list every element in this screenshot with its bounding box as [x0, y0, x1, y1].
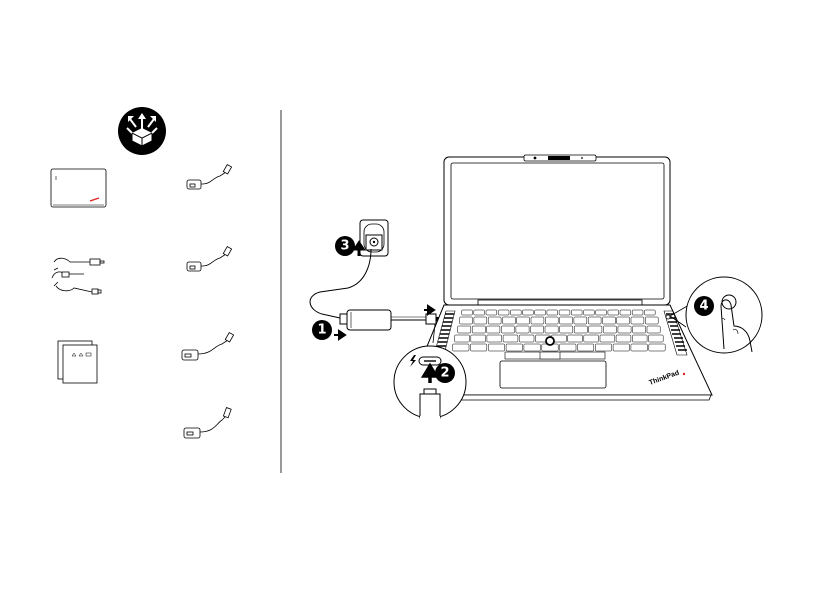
trackpad [500, 361, 606, 388]
keyboard-key [487, 335, 502, 342]
keyboard-key [488, 344, 504, 351]
keyboard-key [645, 317, 658, 324]
keyboard-key [633, 326, 646, 333]
sleeve-icon [51, 169, 106, 207]
keyboard-key [631, 317, 644, 324]
keyboard-key [648, 335, 663, 342]
keyboard-key [588, 317, 601, 324]
keyboard-key [517, 317, 530, 324]
keyboard-key [574, 317, 587, 324]
keyboard-key [647, 326, 660, 333]
step-2-badge: 2 [435, 363, 455, 383]
keyboard-key [523, 310, 534, 315]
arrow-right-icon [334, 331, 345, 339]
keyboard-key [487, 326, 500, 333]
keyboard-key [560, 344, 576, 351]
keyboard-key [596, 310, 607, 315]
keyboard-key [455, 335, 470, 342]
keyboard-key [471, 335, 486, 342]
keyboard-key [613, 344, 629, 351]
keyboard-key [632, 335, 647, 342]
keyboard-key [632, 310, 643, 315]
step-3-badge: 3 [335, 236, 355, 256]
unbox-icon [118, 107, 166, 155]
keyboard-key [453, 344, 469, 351]
keyboard-key [474, 310, 485, 315]
cable-icon [52, 258, 104, 294]
keyboard-key [644, 310, 655, 315]
arrow-right-icon [424, 306, 434, 314]
keyboard-key [516, 326, 529, 333]
keyboard-key [524, 344, 540, 351]
keyboard-key [501, 326, 514, 333]
keyboard-key [571, 310, 582, 315]
keyboard-key [510, 310, 521, 315]
keyboard-key [620, 310, 631, 315]
step-3-number: 3 [340, 239, 349, 254]
keyboard-key [486, 310, 497, 315]
keyboard-key [462, 310, 473, 315]
keyboard-key [547, 310, 558, 315]
outlet-icon [360, 220, 388, 256]
document-icon [58, 341, 97, 383]
keyboard-key [458, 326, 471, 333]
ac-adapter [347, 310, 440, 330]
step-4-badge: 4 [694, 296, 714, 316]
keyboard-key [603, 326, 616, 333]
keyboard-key [560, 317, 573, 324]
keyboard-key [470, 344, 486, 351]
keyboard-key [649, 344, 665, 351]
keyboard-key [574, 326, 587, 333]
step-2-number: 2 [440, 366, 449, 381]
keyboard-key [608, 310, 619, 315]
keyboard-key [559, 310, 570, 315]
keyboard-key [618, 326, 631, 333]
keyboard-key [488, 317, 501, 324]
keyboard-key [617, 317, 630, 324]
keyboard-key [600, 335, 615, 342]
power-cord [310, 249, 371, 318]
keyboard-key [535, 310, 546, 315]
keyboard-key [595, 344, 611, 351]
keyboard-key [568, 335, 583, 342]
keyboard-key [472, 326, 485, 333]
keyboard-key [545, 326, 558, 333]
keyboard-key [631, 344, 647, 351]
keyboard-key [531, 326, 544, 333]
dongle-icon [187, 247, 232, 271]
keyboard-key [616, 335, 631, 342]
keyboard-key [584, 335, 599, 342]
step-4-number: 4 [699, 299, 708, 314]
keyboard-key [531, 317, 544, 324]
keyboard-key [498, 310, 509, 315]
keyboard-key [503, 317, 516, 324]
keyboard-key [560, 326, 573, 333]
keyboard-key [503, 335, 518, 342]
trackpoint [546, 337, 554, 345]
keyboard-key [506, 344, 522, 351]
keyboard-key [577, 344, 593, 351]
keyboard-key [584, 310, 595, 315]
keyboard-key [519, 335, 534, 342]
package-contents [51, 107, 234, 438]
keyboard-key [589, 326, 602, 333]
keyboard-key [474, 317, 487, 324]
dongle-icon [184, 408, 231, 438]
keyboard-key [545, 317, 558, 324]
dongle-icon [182, 333, 234, 360]
step-1-badge: 1 [312, 320, 332, 340]
keyboard-key [603, 317, 616, 324]
step-1-number: 1 [317, 323, 326, 338]
keyboard-key [460, 317, 473, 324]
power-button [666, 315, 670, 319]
dongle-icon [187, 165, 232, 189]
